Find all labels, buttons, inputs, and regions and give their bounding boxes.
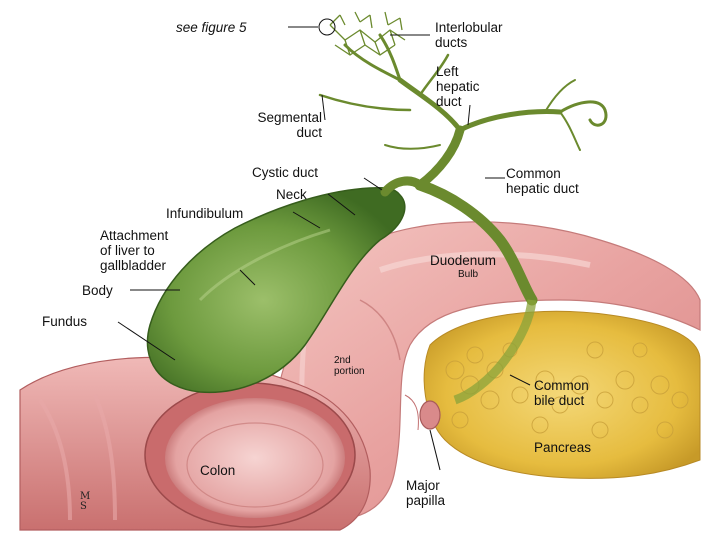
label-fundus: Fundus	[42, 314, 87, 329]
label-second-portion: 2nd portion	[334, 355, 365, 377]
label-common-bile-duct: Common bile duct	[534, 378, 589, 408]
label-common-hepatic-duct: Common hepatic duct	[506, 166, 579, 196]
label-interlobular-ducts: Interlobular ducts	[435, 20, 503, 50]
label-cystic-duct: Cystic duct	[252, 165, 318, 180]
label-see-figure: see figure 5	[176, 20, 247, 35]
label-bulb: Bulb	[458, 269, 478, 280]
label-major-papilla: Major papilla	[406, 478, 445, 508]
label-infundibulum: Infundibulum	[166, 206, 243, 221]
label-body: Body	[82, 283, 113, 298]
interlobular-duct-network	[330, 12, 405, 55]
label-attachment: Attachment of liver to gallbladder	[100, 228, 168, 273]
label-neck: Neck	[276, 187, 307, 202]
label-segmental-duct: Segmental duct	[214, 110, 322, 140]
label-colon: Colon	[200, 463, 235, 478]
label-left-hepatic-duct: Left hepatic duct	[436, 64, 480, 109]
label-pancreas: Pancreas	[534, 440, 591, 455]
label-duodenum: Duodenum	[430, 253, 496, 268]
